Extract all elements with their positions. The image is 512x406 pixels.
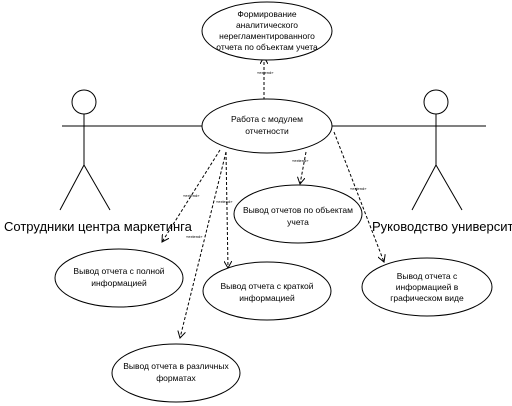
usecase-line: информацией	[239, 293, 295, 303]
actor-label-right: Руководство университета	[372, 219, 512, 234]
actor-left-leg	[411, 164, 437, 211]
usecase-line: Вывод отчетов по объектам	[243, 205, 353, 215]
actor-right-leg	[83, 164, 111, 211]
extend-label: «extend»	[186, 234, 203, 239]
usecase-line: учета	[287, 217, 309, 227]
extend-to-brief-info	[226, 151, 228, 268]
usecase-line: отчета по объектам учета	[216, 42, 318, 52]
actor-right-leg	[435, 164, 463, 211]
usecase-full-info-report: Вывод отчета с полной информацией	[54, 248, 184, 308]
usecase-graphic-report: Вывод отчета с информацией в графическом…	[361, 257, 493, 317]
usecase-line: Вывод отчета с	[397, 271, 458, 281]
extend-label: «extend»	[216, 199, 233, 204]
extend-to-full-info	[162, 149, 221, 242]
usecase-line: аналитического	[236, 20, 298, 30]
usecase-reporting-module: Работа с модулем отчетности	[201, 98, 333, 154]
extend-label: «extend»	[350, 186, 367, 191]
actor-left-leg	[59, 164, 85, 211]
usecase-line: Формирование	[237, 9, 297, 19]
usecase-line: информацией в	[396, 282, 459, 292]
usecase-line: Вывод отчета с краткой	[220, 281, 313, 291]
actor-head	[71, 89, 97, 115]
actor-head	[423, 89, 449, 115]
extend-to-by-objects	[300, 151, 307, 184]
extend-to-graphic	[333, 131, 384, 262]
extend-to-formats	[180, 151, 227, 338]
extend-label: «extend»	[183, 193, 200, 198]
usecase-analytic-report: Формирование аналитического нерегламенти…	[201, 1, 333, 61]
extend-label: «extend»	[257, 70, 274, 75]
usecase-brief-info-report: Вывод отчета с краткой информацией	[202, 261, 332, 321]
usecase-line: информацией	[91, 278, 147, 288]
usecase-line: отчетности	[245, 126, 289, 136]
extend-label: «extend»	[292, 158, 309, 163]
usecase-line: нерегламентированного	[219, 31, 315, 41]
usecase-line: Работа с модулем	[231, 114, 303, 124]
usecase-line: Вывод отчета с полной	[73, 266, 164, 276]
usecase-formats-report: Вывод отчета в различных форматах	[111, 343, 241, 403]
usecase-reports-by-objects: Вывод отчетов по объектам учета	[233, 184, 363, 244]
actor-label-left: Сотрудники центра маркетинга	[4, 219, 193, 234]
usecase-line: форматах	[156, 373, 196, 383]
usecase-line: Вывод отчета в различных	[123, 361, 229, 371]
actor-university-management	[378, 89, 486, 211]
actor-marketing-staff	[59, 89, 111, 211]
usecase-line: графическом виде	[390, 293, 464, 303]
